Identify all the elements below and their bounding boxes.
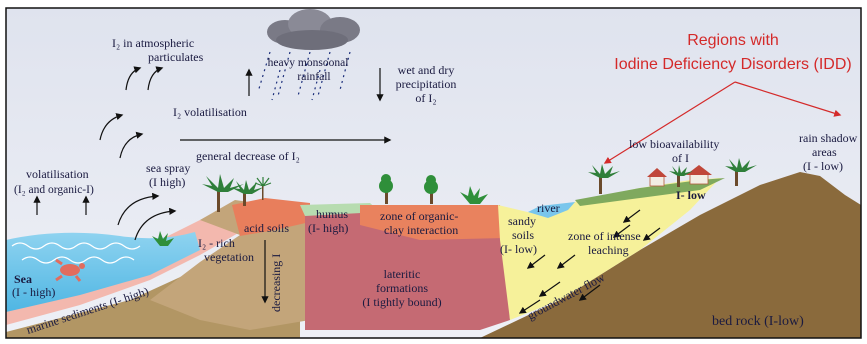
- label-sandy-1: sandy: [508, 214, 536, 228]
- label-lateritic-1: lateritic: [384, 267, 421, 281]
- label-bedrock: bed rock (I-low): [712, 314, 804, 329]
- label-decreasing-i: decreasing I: [269, 254, 283, 312]
- label-precip-1: wet and dry: [398, 63, 455, 77]
- label-i2-volatilisation: I₂ volatilisation: [173, 105, 247, 119]
- label-general-decrease: general decrease of I₂: [196, 149, 300, 163]
- idd-title-line2: Iodine Deficiency Disorders (IDD): [614, 56, 851, 73]
- label-particulates-2: particulates: [148, 50, 204, 64]
- label-organic-clay-1: zone of organic-: [380, 209, 458, 223]
- label-river: river: [537, 201, 560, 215]
- label-rainfall-1: heavy monsoonal: [268, 57, 349, 69]
- label-volatilisation-1: volatilisation: [26, 167, 89, 181]
- label-rainfall-2: rainfall: [297, 71, 330, 83]
- label-vegetation-2: vegetation: [204, 250, 254, 264]
- label-sea: Sea: [14, 272, 32, 286]
- label-lateritic-3: (I tightly bound): [362, 295, 441, 309]
- label-leaching-2: leaching: [588, 243, 629, 257]
- label-rain-shadow-1: rain shadow: [799, 131, 858, 145]
- label-organic-clay-2: clay interaction: [384, 223, 458, 237]
- label-low-bio-2: of I: [672, 151, 689, 165]
- label-precip-2: precipitation: [396, 77, 457, 91]
- label-humus-1: humus: [316, 207, 348, 221]
- label-lateritic-2: formations: [376, 281, 428, 295]
- idd-title-line1: Regions with: [687, 32, 779, 49]
- label-volatilisation-2: (I₂ and organic-I): [14, 184, 94, 196]
- label-precip-3: of I₂: [415, 91, 436, 105]
- label-sea-iodine: (I - high): [12, 285, 55, 299]
- label-vegetation-1: I₂ - rich: [198, 236, 235, 250]
- label-particulates-1: I₂ in atmospheric: [112, 36, 194, 50]
- label-low-bio-1: low bioavailability: [629, 137, 719, 151]
- label-sea-spray-2: (I high): [149, 175, 185, 189]
- label-leaching-1: zone of intense: [568, 229, 641, 243]
- label-acid-soils: acid soils: [244, 221, 289, 235]
- label-rain-shadow-2: areas: [812, 145, 837, 159]
- label-sandy-2: soils: [512, 228, 534, 242]
- label-sandy-3: (I- low): [500, 242, 537, 256]
- label-sea-spray-1: sea spray: [146, 161, 190, 175]
- label-humus-2: (I- high): [308, 221, 348, 235]
- label-i-low: I- low: [676, 188, 706, 202]
- label-rain-shadow-3: (I - low): [803, 159, 843, 173]
